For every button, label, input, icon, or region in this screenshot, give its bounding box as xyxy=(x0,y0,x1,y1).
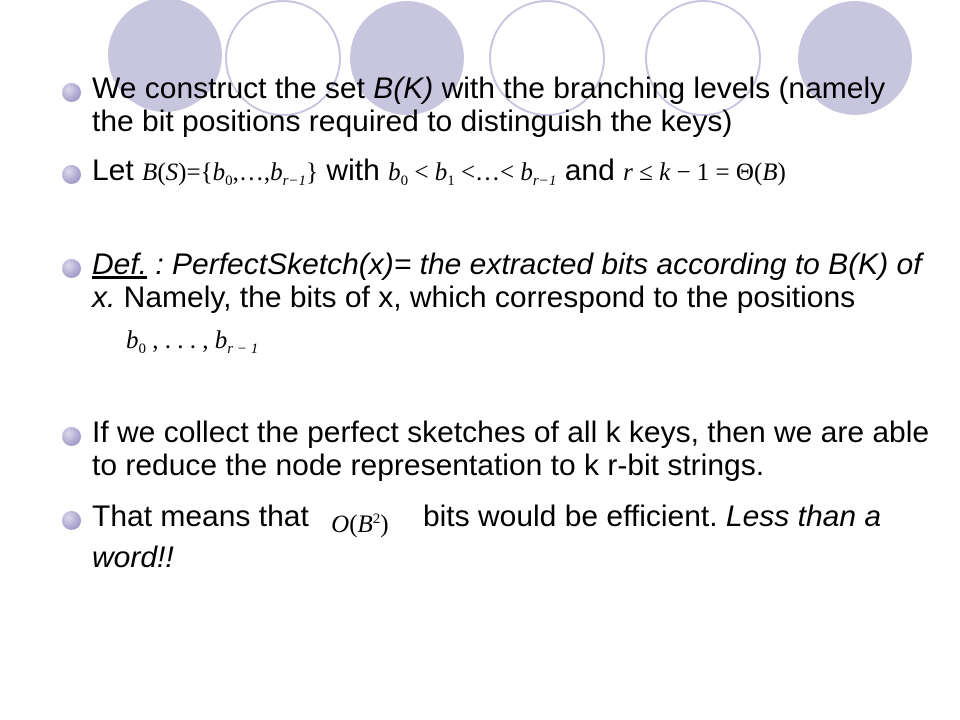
formula-big-o: O(B2) xyxy=(331,511,389,538)
bullet-dot-icon xyxy=(62,511,81,530)
text: with the branching levels (namely the bi… xyxy=(92,72,886,138)
text-italic: : PerfectSketch(x)= the extracted bits a… xyxy=(92,248,922,314)
bullet-efficiency: That means that O(B2) bits would be effi… xyxy=(62,500,932,574)
deco-circle xyxy=(108,0,222,112)
bullet-dot-icon xyxy=(62,259,81,278)
deco-circle xyxy=(350,1,464,115)
formula-bs-set: B(S)={b0,…,br−1} xyxy=(142,159,319,189)
bullet-dot-icon xyxy=(62,427,81,446)
text: Let xyxy=(92,154,143,187)
text: Namely, the bits of x, which correspond … xyxy=(115,281,856,314)
text: bits would be efficient. xyxy=(414,500,726,533)
circle-row xyxy=(108,0,912,116)
slide-body: We construct the set B(K) with the branc… xyxy=(62,72,932,574)
formula-positions: b0 , . . . , br − 1 xyxy=(126,327,259,357)
text: If we collect the perfect sketches of al… xyxy=(92,416,930,482)
bullet-construct-set: We construct the set B(K) with the branc… xyxy=(62,72,932,138)
text: with xyxy=(326,154,389,187)
text: That means that xyxy=(92,500,318,533)
deco-circle xyxy=(225,0,341,116)
bullet-let: Let B(S)={b0,…,br−1} with b0 < b1 <…< br… xyxy=(62,154,932,198)
text: and xyxy=(564,154,624,187)
formula-order: b0 < b1 <…< br−1 xyxy=(388,159,557,189)
text-italic: B(K) xyxy=(373,72,434,105)
text-def-label: Def. xyxy=(92,248,148,281)
bullet-definition: Def. : PerfectSketch(x)= the extracted b… xyxy=(62,248,932,366)
bullet-dot-icon xyxy=(62,165,81,184)
text-italic: Less than a word!! xyxy=(92,500,882,574)
decorative-circles xyxy=(108,0,912,116)
text: We construct the set xyxy=(92,72,374,105)
deco-circle xyxy=(489,0,605,116)
bullet-collect-sketches: If we collect the perfect sketches of al… xyxy=(62,416,932,482)
formula-bound: r ≤ k − 1 = Θ(B) xyxy=(623,159,786,186)
bullet-dot-icon xyxy=(62,83,81,102)
deco-circle xyxy=(798,1,912,115)
deco-circle xyxy=(645,0,761,116)
